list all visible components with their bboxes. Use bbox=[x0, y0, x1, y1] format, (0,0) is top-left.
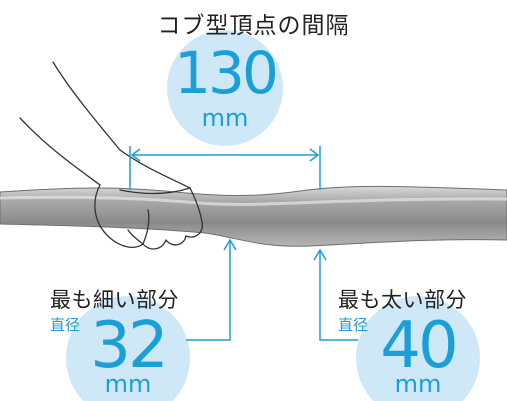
thickest-label: 最も太い部分 bbox=[338, 288, 467, 312]
thick-bubble bbox=[356, 296, 480, 401]
spacing-dimension bbox=[129, 146, 321, 190]
thickest-diameter-label: 直径 bbox=[338, 316, 369, 334]
bar-rod bbox=[0, 185, 507, 247]
thinnest-unit: mm bbox=[104, 370, 152, 398]
thin-leader bbox=[186, 238, 237, 341]
hand-sketch bbox=[19, 61, 203, 250]
thickest-unit: mm bbox=[394, 370, 442, 398]
thinnest-diameter-label: 直径 bbox=[50, 316, 81, 334]
thick-leader bbox=[313, 248, 358, 341]
spacing-title: コブ型頂点の間隔 bbox=[157, 13, 350, 39]
spacing-unit: mm bbox=[201, 104, 249, 132]
thickest-value: 40 bbox=[380, 309, 458, 383]
thinnest-label: 最も細い部分 bbox=[50, 288, 179, 312]
spacing-value: 130 bbox=[174, 39, 279, 107]
spacing-bubble bbox=[167, 30, 283, 146]
thinnest-value: 32 bbox=[90, 309, 168, 383]
thin-bubble bbox=[66, 296, 190, 401]
rod-highlight bbox=[0, 195, 507, 206]
